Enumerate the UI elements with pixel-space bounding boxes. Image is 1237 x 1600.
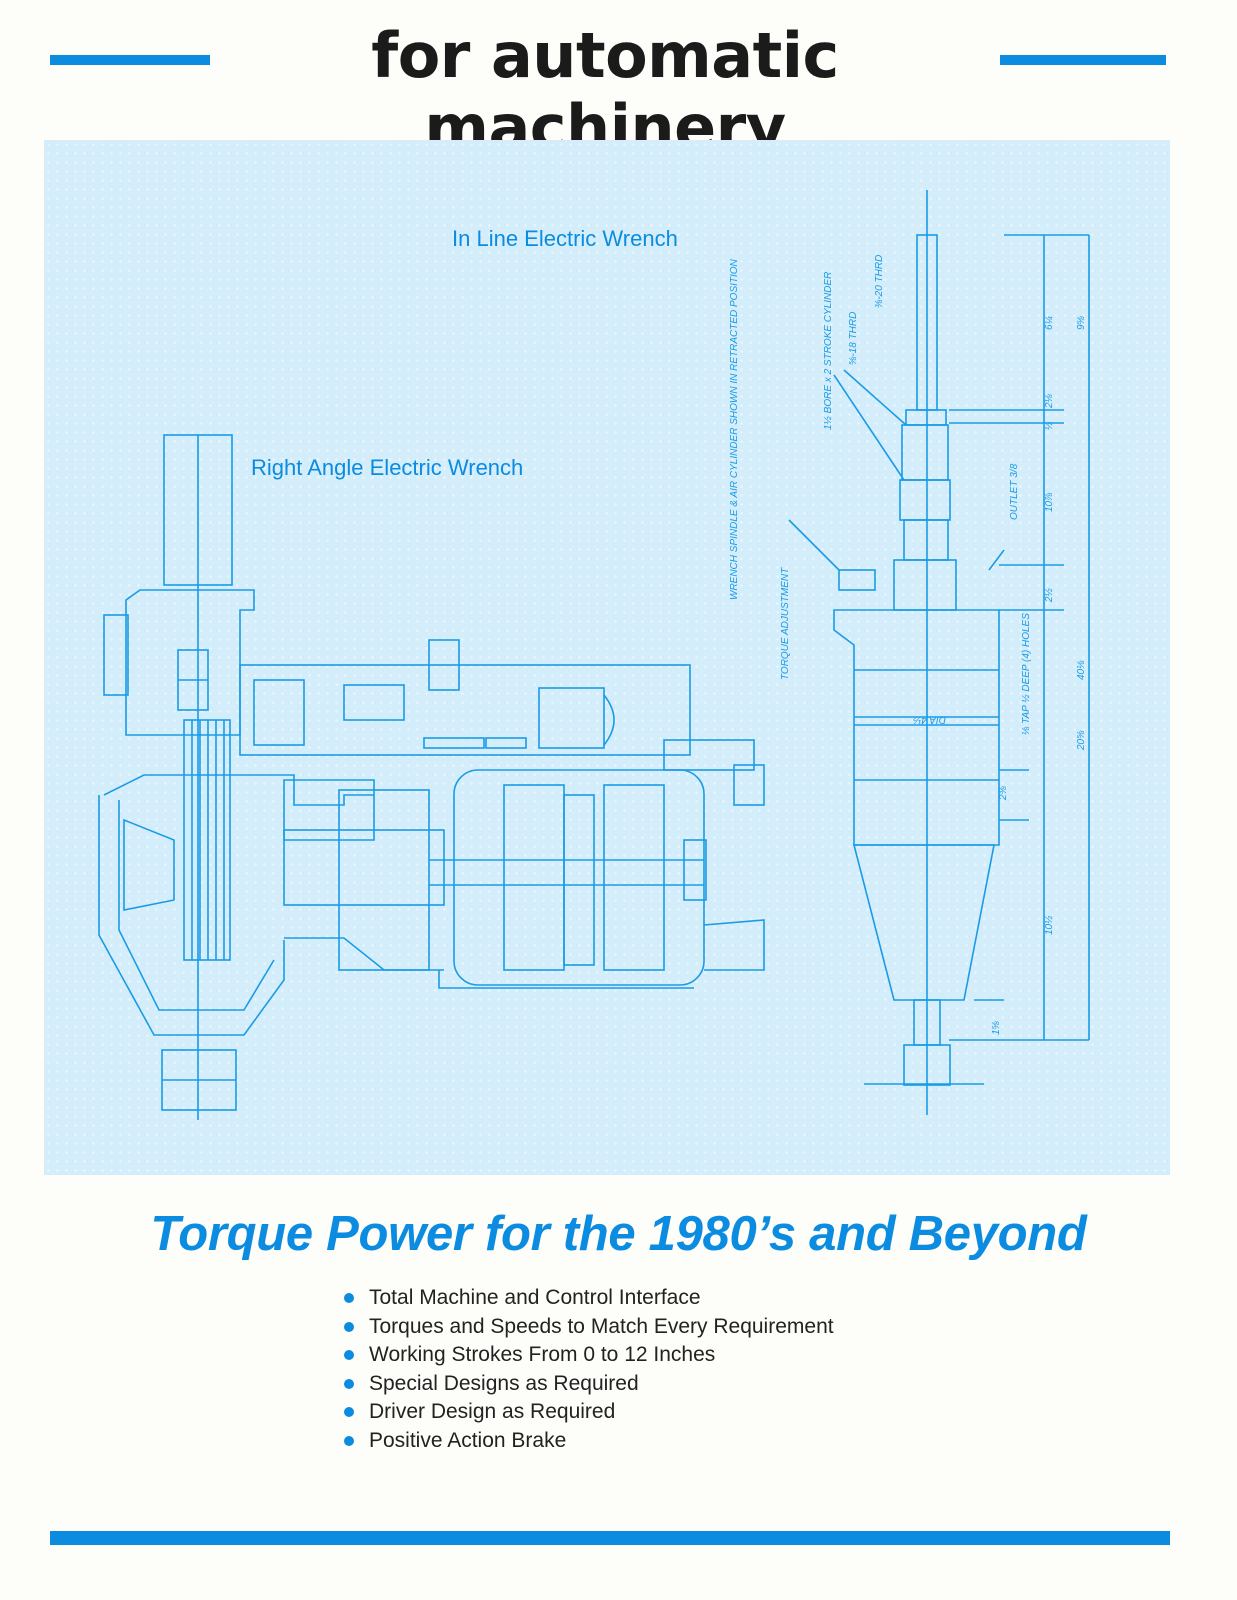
list-item: Positive Action Brake bbox=[342, 1427, 834, 1456]
wrench-technical-drawing: WRENCH SPINDLE & AIR CYLINDER SHOWN IN R… bbox=[98, 190, 1090, 1120]
dim-label: 20⅝ bbox=[1076, 730, 1087, 751]
outlet-note: OUTLET 3/8 bbox=[1009, 463, 1020, 520]
dim-label: 10½ bbox=[1044, 915, 1055, 935]
bullet-icon bbox=[344, 1350, 354, 1360]
right-angle-wrench-label: Right Angle Electric Wrench bbox=[251, 455, 524, 480]
dia-note: DIA 4½ bbox=[912, 714, 946, 725]
header-rule-left bbox=[50, 55, 210, 65]
dim-label: 2⅛ bbox=[1044, 393, 1055, 409]
feature-list: Total Machine and Control Interface Torq… bbox=[342, 1284, 834, 1455]
feature-text: Driver Design as Required bbox=[369, 1400, 616, 1423]
tagline-heading: Torque Power for the 1980’s and Beyond bbox=[150, 1207, 1087, 1261]
bullet-icon bbox=[344, 1321, 354, 1332]
feature-text: Special Designs as Required bbox=[369, 1371, 639, 1395]
feature-text: Total Machine and Control Interface bbox=[369, 1286, 701, 1309]
list-item: Special Designs as Required bbox=[342, 1370, 834, 1399]
list-item: Driver Design as Required bbox=[342, 1398, 834, 1427]
page-title: for automatic machinery bbox=[371, 19, 839, 164]
feature-text: Torques and Speeds to Match Every Requir… bbox=[369, 1314, 834, 1338]
feature-text: Positive Action Brake bbox=[369, 1428, 567, 1452]
bullet-icon bbox=[344, 1378, 354, 1389]
dim-label: 2½ bbox=[1044, 587, 1055, 603]
torque-adjustment-note: TORQUE ADJUSTMENT bbox=[780, 567, 791, 680]
thread-a-note: ⅝-18 THRD bbox=[848, 312, 859, 365]
dim-label: 2⅜ bbox=[998, 785, 1009, 801]
thread-b-note: ⅜-20 THRD bbox=[874, 255, 885, 308]
dim-label: 6¼ bbox=[1043, 316, 1055, 330]
holes-note: ⅛ TAP ½ DEEP (4) HOLES bbox=[1021, 613, 1032, 735]
dim-label: 1⅝ bbox=[991, 1020, 1002, 1035]
list-item: Working Strokes From 0 to 12 Inches bbox=[342, 1341, 834, 1370]
list-item: Total Machine and Control Interface bbox=[342, 1284, 834, 1313]
inline-wrench-label: In Line Electric Wrench bbox=[452, 226, 678, 251]
inline-wrench-drawing bbox=[788, 190, 1090, 1115]
cylinder-note: 1½ BORE x 2 STROKE CYLINDER bbox=[823, 272, 834, 430]
header-rule-right bbox=[1000, 55, 1166, 65]
bullet-icon bbox=[344, 1293, 354, 1303]
feature-text: Working Strokes From 0 to 12 Inches bbox=[369, 1343, 716, 1366]
bullet-icon bbox=[344, 1407, 354, 1417]
footer-rule bbox=[50, 1531, 1170, 1545]
dim-label: 9⅝ bbox=[1076, 315, 1087, 330]
list-item: Torques and Speeds to Match Every Requir… bbox=[342, 1313, 834, 1342]
dim-label: ½ bbox=[1044, 421, 1055, 430]
right-angle-wrench-drawing bbox=[98, 434, 765, 1120]
spindle-note: WRENCH SPINDLE & AIR CYLINDER SHOWN IN R… bbox=[729, 258, 740, 600]
blueprint-drawing: WRENCH SPINDLE & AIR CYLINDER SHOWN IN R… bbox=[44, 140, 1170, 1175]
dim-label: 40⅛ bbox=[1076, 660, 1087, 680]
dim-label: 10⅞ bbox=[1044, 492, 1055, 512]
bullet-icon bbox=[344, 1435, 354, 1446]
